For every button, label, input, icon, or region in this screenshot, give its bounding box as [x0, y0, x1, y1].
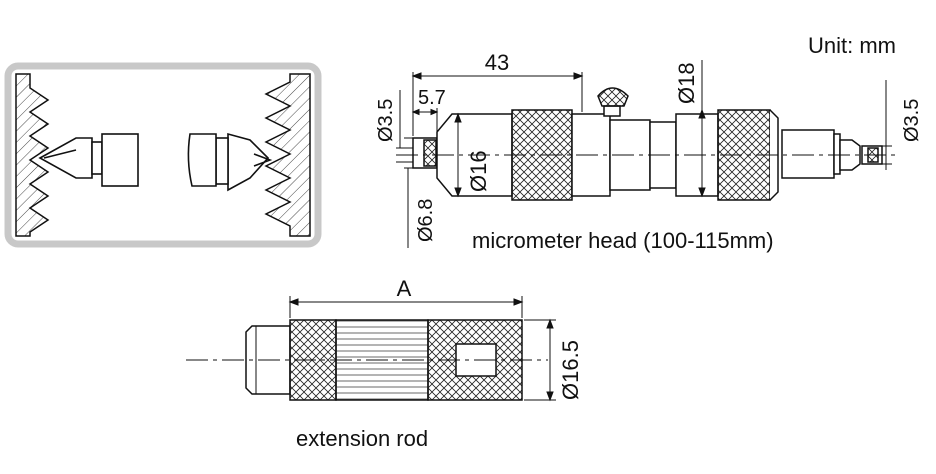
dim-d3-5-left-label: Ø3.5 — [375, 99, 397, 142]
dim-d6-8-label: Ø6.8 — [415, 199, 437, 242]
lock-screw-knob — [597, 87, 629, 107]
dim-43-label: 43 — [485, 50, 509, 75]
left-thread-wall — [15, 73, 50, 237]
lock-screw-post — [603, 105, 621, 117]
left-anvil — [38, 133, 139, 187]
dim-d3-5-right-label: Ø3.5 — [901, 99, 923, 142]
illustration-frame — [4, 62, 322, 248]
dim-d16-label: Ø16 — [466, 150, 491, 192]
dim-a-label: A — [397, 276, 412, 301]
micrometer-dimensions — [396, 60, 892, 248]
dim-5-7-label: 5.7 — [418, 87, 446, 109]
extension-caption: extension rod — [296, 426, 429, 451]
rod-dimensions — [288, 296, 556, 402]
right-thread-wall — [264, 73, 311, 237]
ratchet — [781, 129, 835, 179]
micrometer-caption: micrometer head (100-115mm) — [472, 228, 774, 253]
dim-d16-5-label: Ø16.5 — [558, 340, 583, 400]
thread-illustration — [4, 62, 322, 248]
right-anvil — [187, 132, 273, 192]
unit-label: Unit: mm — [808, 33, 896, 58]
dim-d18-label: Ø18 — [674, 62, 699, 104]
